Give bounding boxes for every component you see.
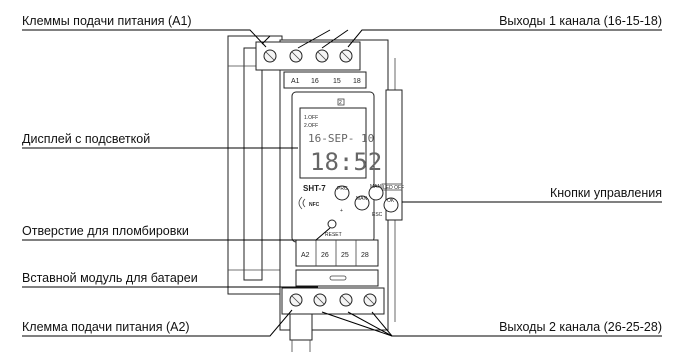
label-a2-terminal: Клемма подачи питания (A2)	[22, 320, 190, 334]
term-28: 28	[361, 252, 369, 259]
leader-seal	[22, 227, 331, 241]
term-a2: A2	[301, 252, 310, 259]
btn-ok-label: OK	[387, 198, 395, 204]
btn-prg[interactable]	[334, 185, 350, 201]
battery-module	[295, 269, 379, 287]
term-a1: A1	[291, 78, 300, 85]
term-25: 25	[341, 252, 349, 259]
lcd-line2: 2.OFF	[304, 123, 318, 129]
leader-a2	[22, 309, 293, 337]
label-outputs-ch1: Выходы 1 канала (16-15-18)	[499, 14, 662, 28]
btn-man-label: MAN	[356, 196, 368, 202]
top-terminal-labels	[283, 71, 367, 89]
lcd-date: 16-SEP- 10	[308, 132, 374, 145]
nfc-icon	[302, 198, 306, 208]
leader-ch1	[347, 29, 662, 48]
btn-esc-label: ESC	[372, 212, 383, 218]
lcd-screen	[299, 107, 367, 179]
label-a1-terminals: Клеммы подачи питания (A1)	[22, 14, 192, 28]
din-clip	[289, 313, 313, 341]
right-tag: LED OFF	[383, 185, 404, 191]
leader-a1	[22, 29, 267, 48]
lcd-line1: 1.OFF	[304, 115, 318, 121]
term-18: 18	[353, 78, 361, 85]
btn-man2-label: MAN	[370, 184, 382, 190]
btn-man-right[interactable]	[368, 185, 384, 201]
btn-prg-label: PRG	[337, 186, 348, 192]
label-outputs-ch2: Выходы 2 канала (26-25-28)	[499, 320, 662, 334]
btn-ok[interactable]	[383, 197, 399, 213]
din-rail-strip	[243, 47, 263, 281]
reset-label: RESET	[325, 232, 342, 238]
module-side-panel	[385, 89, 403, 221]
lcd-time: 18:52	[310, 148, 382, 176]
seal-hole	[327, 219, 337, 229]
lcd-marker: 2	[339, 100, 342, 106]
nfc-label: NFC	[309, 202, 320, 208]
term-16: 16	[311, 78, 319, 85]
lcd-marker-box	[337, 98, 345, 106]
model-label: SHT-7	[303, 184, 326, 193]
btn-man-center[interactable]	[354, 195, 370, 211]
btn-plus-label: +	[340, 208, 343, 214]
label-battery-module: Вставной модуль для батареи	[22, 271, 198, 285]
label-display: Дисплей с подсветкой	[22, 132, 151, 146]
bottom-terminal-labels	[295, 239, 379, 267]
term-26: 26	[321, 252, 329, 259]
right-tag-box	[381, 183, 403, 191]
label-controls: Кнопки управления	[549, 186, 662, 200]
term-15: 15	[333, 78, 341, 85]
label-seal-hole: Отверстие для пломбировки	[22, 224, 189, 238]
